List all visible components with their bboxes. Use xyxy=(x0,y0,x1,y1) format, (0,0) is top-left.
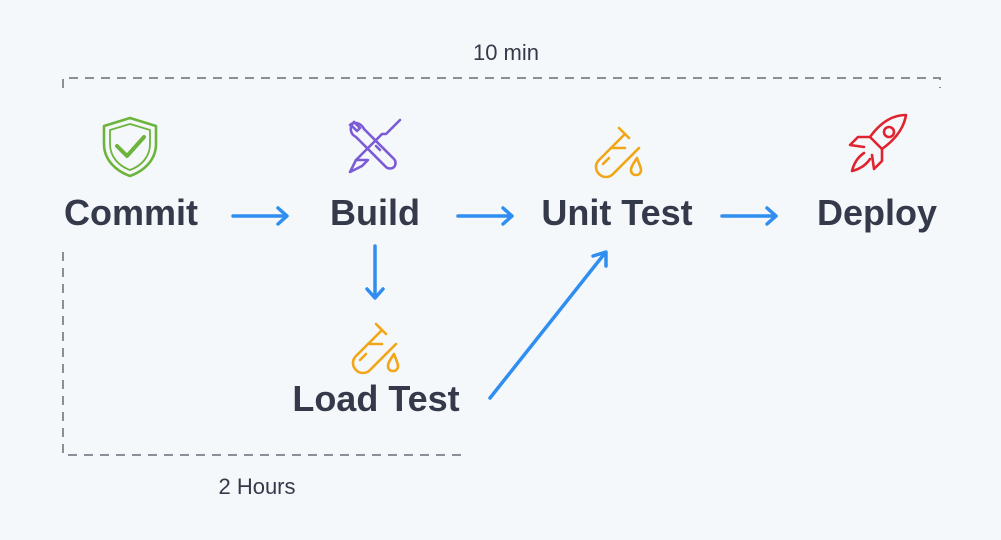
stage-build: Build xyxy=(330,192,420,233)
arrow-build-to-unit-test xyxy=(456,206,514,226)
stage-load-test: Load Test xyxy=(292,378,460,419)
test-tube-icon xyxy=(351,322,400,375)
arrow-unit-test-to-deploy xyxy=(720,206,778,226)
bottom-duration-bracket xyxy=(62,252,463,456)
arrow-commit-to-build xyxy=(231,206,289,226)
shield-check-icon xyxy=(102,116,158,178)
arrow-build-to-load-test xyxy=(365,244,385,300)
bottom-duration-label: 2 Hours xyxy=(218,474,296,499)
arrow-load-test-to-unit-test xyxy=(488,250,608,400)
wrench-screwdriver-icon xyxy=(348,118,402,174)
top-duration-bracket xyxy=(62,77,941,88)
test-tube-icon xyxy=(594,126,643,179)
stage-commit: Commit xyxy=(64,192,198,233)
top-duration-label: 10 min xyxy=(472,40,540,65)
stage-unit-test: Unit Test xyxy=(541,192,693,233)
stage-deploy: Deploy xyxy=(816,192,938,233)
rocket-icon xyxy=(848,113,908,173)
